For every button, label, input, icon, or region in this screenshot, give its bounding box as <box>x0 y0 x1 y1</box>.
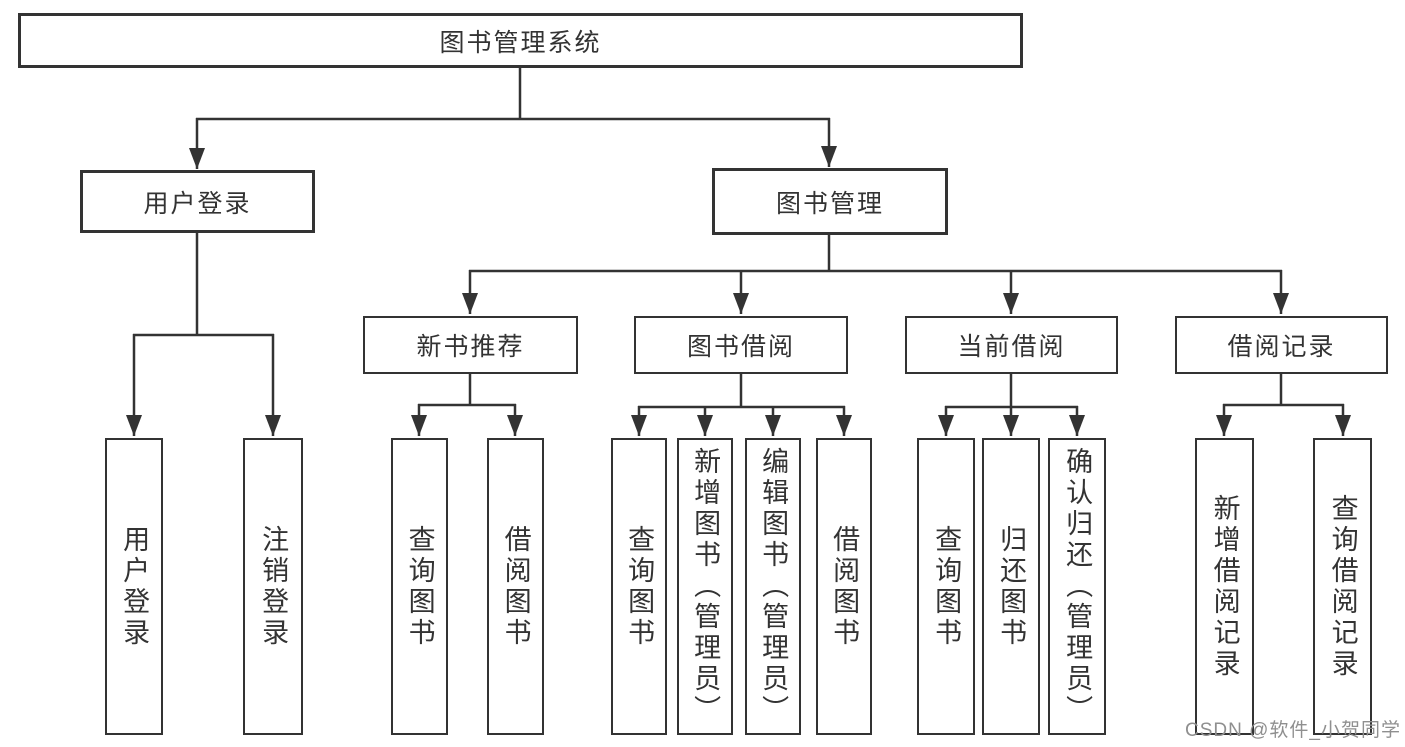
connector-user-login-children <box>126 233 281 436</box>
leaf-borrow-books: 借阅图书 <box>816 438 872 735</box>
node-current-borrow-label: 当前借阅 <box>957 333 1066 361</box>
connector-new-book-children <box>411 374 523 436</box>
leaf-user-login-label: 用户登录 <box>119 524 150 649</box>
leaf-query-books-recommend: 查询图书 <box>391 438 448 735</box>
leaf-return-book-label: 归还图书 <box>996 524 1027 649</box>
node-book-borrow-label: 图书借阅 <box>686 333 795 361</box>
leaf-add-book-admin: 新增图书（管理员） <box>677 438 733 735</box>
leaf-query-borrow-record-label: 查询借阅记录 <box>1327 493 1358 680</box>
leaf-query-books-current-label: 查询图书 <box>931 524 962 649</box>
leaf-borrow-books-recommend-label: 借阅图书 <box>500 524 531 649</box>
leaf-query-books-recommend-label: 查询图书 <box>404 524 435 649</box>
leaf-logout-label: 注销登录 <box>258 524 289 649</box>
node-user-login-label: 用户登录 <box>143 189 252 218</box>
leaf-confirm-return-admin-label: 确认归还（管理员） <box>1062 447 1093 726</box>
node-book-management-label: 图书管理 <box>775 189 884 218</box>
node-root-label: 图书管理系统 <box>439 28 602 57</box>
watermark: CSDN @软件_小贺同学 <box>1185 720 1401 741</box>
leaf-borrow-books-label: 借阅图书 <box>829 524 860 649</box>
node-book-management: 图书管理 <box>712 168 948 235</box>
node-book-borrow: 图书借阅 <box>634 316 848 374</box>
leaf-confirm-return-admin: 确认归还（管理员） <box>1048 438 1106 735</box>
leaf-query-borrow-record: 查询借阅记录 <box>1313 438 1372 735</box>
leaf-add-borrow-record-label: 新增借阅记录 <box>1209 493 1240 680</box>
node-root: 图书管理系统 <box>18 13 1023 68</box>
leaf-edit-book-admin: 编辑图书（管理员） <box>745 438 801 735</box>
leaf-query-books-current: 查询图书 <box>917 438 975 735</box>
node-borrow-records: 借阅记录 <box>1175 316 1388 374</box>
leaf-query-books-borrow: 查询图书 <box>611 438 667 735</box>
connector-book-borrow-children <box>631 374 852 436</box>
leaf-return-book: 归还图书 <box>982 438 1040 735</box>
connector-root-to-level2 <box>189 68 837 169</box>
leaf-query-books-borrow-label: 查询图书 <box>624 524 655 649</box>
connector-records-children <box>1216 374 1351 436</box>
leaf-borrow-books-recommend: 借阅图书 <box>487 438 544 735</box>
connector-book-management-children <box>462 235 1289 314</box>
node-current-borrow: 当前借阅 <box>905 316 1118 374</box>
leaf-add-book-admin-label: 新增图书（管理员） <box>690 447 721 726</box>
connector-current-borrow-children <box>938 374 1085 436</box>
leaf-user-login: 用户登录 <box>105 438 163 735</box>
leaf-edit-book-admin-label: 编辑图书（管理员） <box>758 447 789 726</box>
node-user-login: 用户登录 <box>80 170 315 233</box>
node-new-book-recommend-label: 新书推荐 <box>416 333 525 361</box>
leaf-add-borrow-record: 新增借阅记录 <box>1195 438 1254 735</box>
leaf-logout: 注销登录 <box>243 438 303 735</box>
node-new-book-recommend: 新书推荐 <box>363 316 578 374</box>
node-borrow-records-label: 借阅记录 <box>1227 333 1336 361</box>
